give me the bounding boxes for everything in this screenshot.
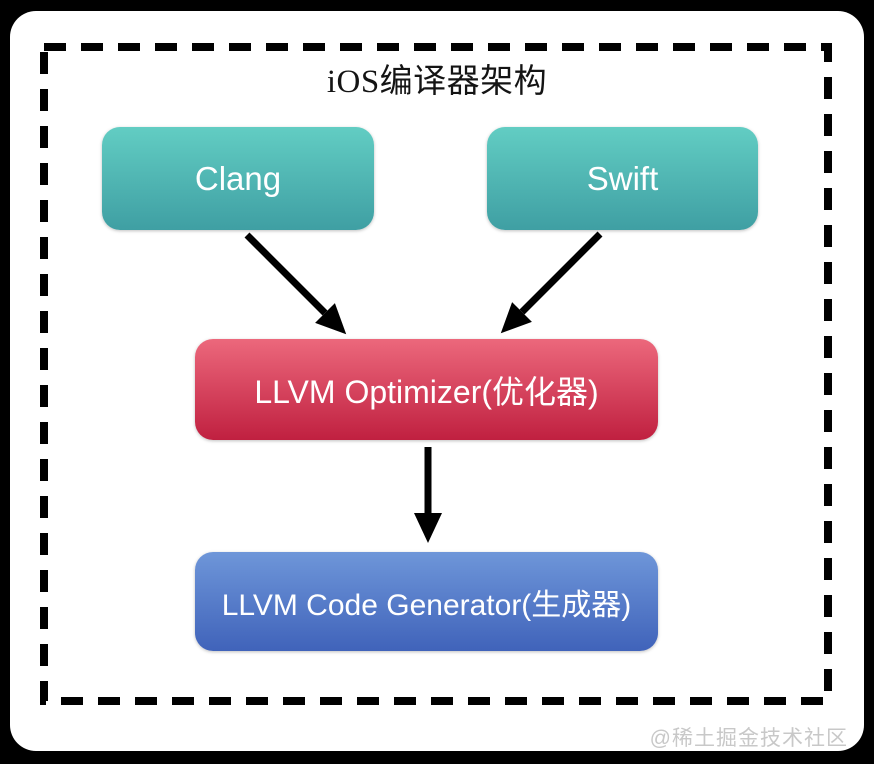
watermark: @稀土掘金技术社区 — [649, 727, 848, 750]
node-label: LLVM Optimizer(优化器) — [254, 373, 599, 410]
diagram-title: iOS编译器架构 — [326, 64, 548, 100]
node-swift: Swift — [487, 127, 758, 230]
node-llvm-optimizer: LLVM Optimizer(优化器) — [195, 339, 658, 440]
node-clang: Clang — [102, 127, 374, 230]
node-label: Swift — [586, 159, 659, 197]
node-label: LLVM Code Generator(生成器) — [221, 588, 632, 622]
node-label: Clang — [194, 159, 282, 197]
node-llvm-code-generator: LLVM Code Generator(生成器) — [195, 552, 658, 651]
